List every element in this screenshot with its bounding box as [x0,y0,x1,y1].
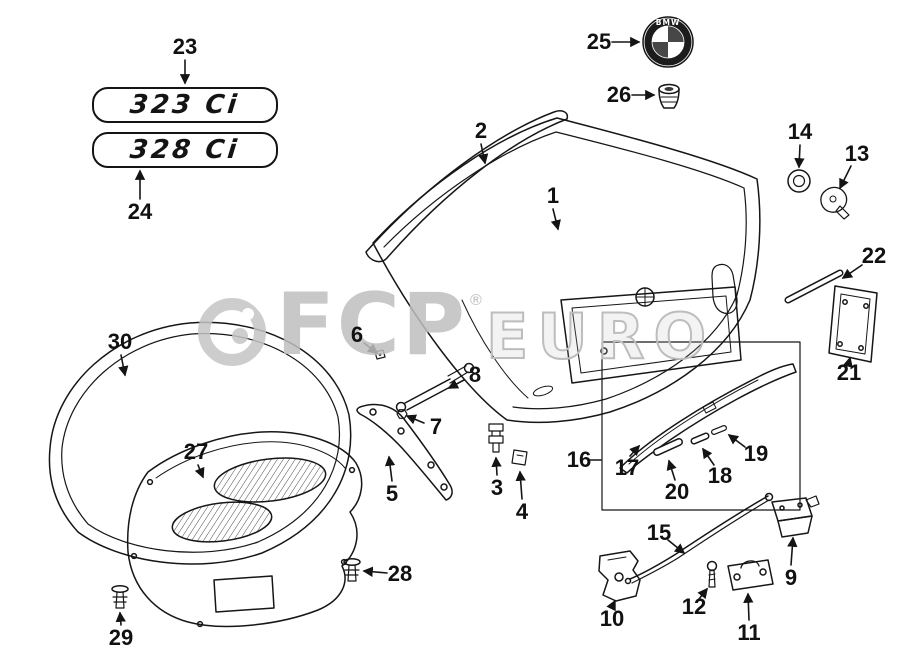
trim-strip [784,269,844,304]
grommet [658,83,680,109]
trunk-lid [372,117,761,424]
strut-nut [396,409,408,419]
mounting-plate [828,285,878,363]
bump-stop [488,423,504,453]
lock-gasket [787,169,811,193]
badge-328ci-text: 328 Ci [128,135,242,165]
small-clip [511,449,528,466]
trunk-seal [48,321,352,565]
leader-lines [115,36,863,626]
latch-screw [706,560,718,588]
trunk-latch [598,550,641,602]
parts-group-box [601,341,801,511]
lock-actuator [771,495,820,538]
gas-strut [395,362,475,413]
badge-328ci: 328 Ci [92,132,278,168]
release-cable [624,492,774,585]
badge-323ci: 323 Ci [92,87,278,123]
panel-plug-29 [111,585,129,609]
trunk-weatherstrip [365,110,569,263]
trunk-trim-panel [126,431,363,628]
latch-striker [727,559,774,591]
lock-cylinder [820,186,850,220]
bmw-roundel: BMW [642,16,694,68]
trunk-hinge [356,403,453,501]
panel-plug-28 [343,558,361,582]
strut-clip [374,349,386,360]
badge-323ci-text: 323 Ci [128,90,242,120]
bmw-roundel-letters: BMW [656,18,680,27]
